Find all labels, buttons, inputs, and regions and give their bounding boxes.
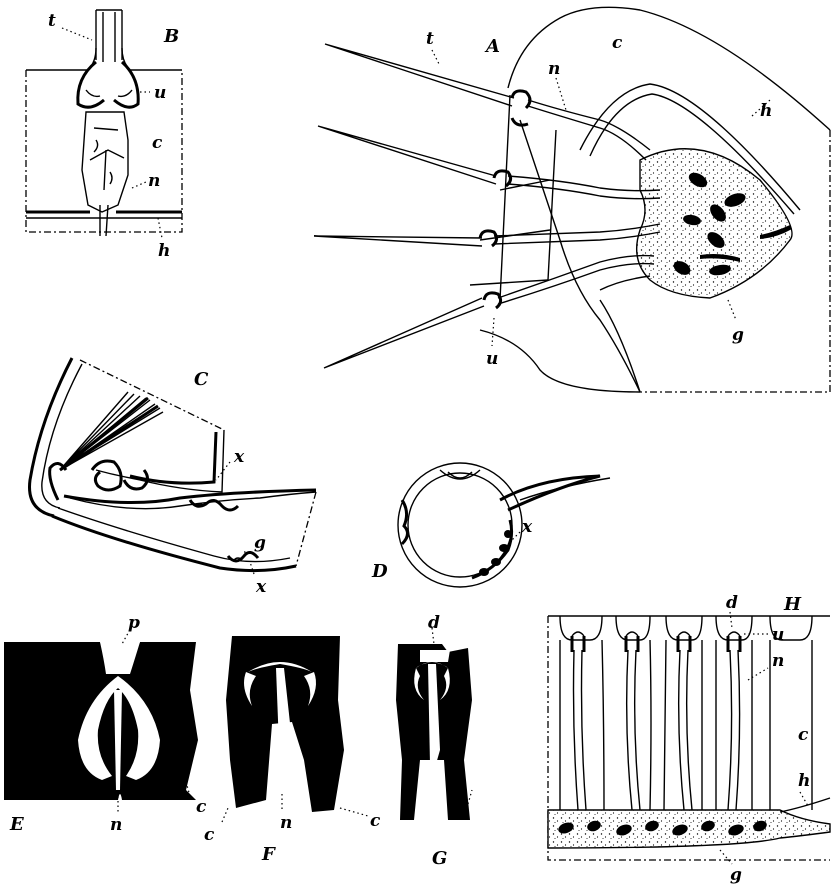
a-panel-letter: A [484, 36, 500, 57]
d-label-x: x [521, 517, 533, 537]
h-label-u: u [772, 625, 784, 645]
e-label-c: c [196, 797, 207, 817]
b-label-t: t [48, 11, 56, 31]
b-label-h: h [158, 241, 170, 261]
d-panel-letter: D [371, 561, 388, 582]
a-label-n: n [548, 59, 560, 79]
g-label-d: d [428, 613, 440, 633]
h-label-d: d [726, 593, 738, 613]
f-panel-letter: F [261, 844, 276, 865]
b-panel-letter: B [163, 26, 179, 47]
g-panel-letter: G [432, 848, 447, 869]
fg-c-leader [340, 808, 368, 816]
ef-c-leader [222, 808, 228, 822]
h-label-h: h [798, 771, 810, 791]
e-label-p: p [128, 613, 140, 633]
c-label-g: g [254, 533, 266, 553]
figure-h: d H u n c h g [548, 593, 830, 885]
e-label-n: n [110, 815, 122, 835]
a-label-h: h [760, 101, 772, 121]
ef-label-c: c [204, 825, 215, 845]
b-label-u: u [154, 83, 166, 103]
a-label-g: g [732, 325, 744, 345]
figure-g: d c G [370, 613, 472, 869]
figure-d: x D [371, 463, 610, 587]
figure-b: t B u c n h [26, 10, 182, 261]
h-label-c: c [798, 725, 809, 745]
figure-a: t A n c h g u [314, 7, 830, 392]
b-label-c: c [152, 133, 163, 153]
figure-c: C x g x [30, 358, 317, 597]
figure-e: p c n E [4, 613, 207, 835]
e-panel-letter: E [9, 814, 24, 835]
h-label-n: n [772, 651, 784, 671]
g-label-c: c [370, 811, 381, 831]
h-label-g: g [730, 865, 742, 885]
b-label-n: n [148, 171, 160, 191]
c-panel-letter: C [194, 369, 209, 390]
f-label-n: n [280, 813, 292, 833]
a-label-c: c [612, 33, 623, 53]
c-label-x-lower: x [255, 577, 267, 597]
c-label-x-upper: x [233, 447, 245, 467]
a-label-t: t [426, 29, 434, 49]
figure-f: n F [226, 636, 344, 865]
a-label-u: u [486, 349, 498, 369]
h-panel-letter: H [783, 594, 802, 615]
